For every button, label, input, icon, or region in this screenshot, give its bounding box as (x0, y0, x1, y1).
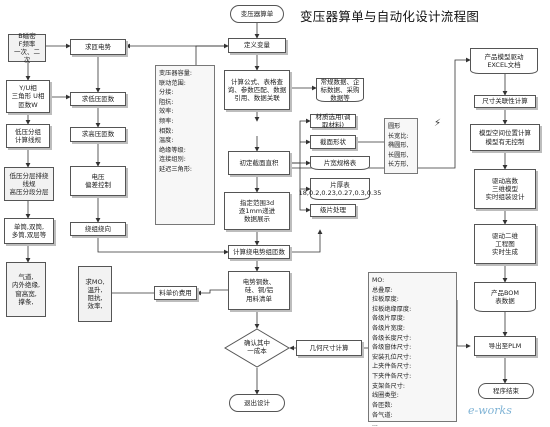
decision-diamond-shape (224, 328, 290, 368)
air-gap-node: 气道, 内外绝缘, 窗高宽, 撑条, (6, 262, 46, 317)
exit-design-node: 退出设计 (229, 394, 285, 412)
drive-2d-node: 驱动二维 工程图 实时生成 (474, 224, 536, 264)
watermark-logo: e-works (468, 404, 512, 417)
y-phase-node: Y/U相 三角形 U相 匝数W (6, 80, 50, 113)
sheet-width-spec-node: 片宽规格表 (310, 156, 370, 170)
define-variables-node: 定义变量 (228, 38, 286, 53)
calc-formula-node: 计算公式、表格查询、参数匹配、数据引用、数据关联 (224, 70, 290, 110)
export-plm-node: 导出至PLM (474, 336, 536, 356)
cross-shape-node: 截面形状 (310, 135, 356, 149)
material-price-node: 料单价费用 (154, 286, 197, 300)
model-space-node: 模型空间位置计算 模型有无控制 (470, 124, 540, 151)
voltage-ctrl-node: 电压 偏差控制 (70, 166, 126, 196)
seek-mo-node: 求MO, 温升, 阻抗, 效率, (78, 266, 112, 322)
seek-low-turns-node: 求低压匝数 (70, 92, 126, 106)
drive-3d-node: 驱动高数 三维模型 实时组装设计 (474, 169, 536, 209)
model-excel-node: 产品模型驱动 EXCEL文档 (470, 48, 538, 74)
single-double-node: 单筒,双筒, 多筒,双层等 (4, 218, 54, 244)
material-select-node: 材质选用(调取材料) (310, 113, 356, 129)
decision-cost-label: 确认其中 一成本 (244, 339, 270, 355)
transformer-params-note: 变压器容量: 联动范围: 分接: 阻抗: 效率: 频率: 相数: 温度: 绝缘等… (155, 65, 215, 225)
decision-cost-node: 确认其中 一成本 (224, 328, 290, 368)
standard-data-node: 常规数据、企标数据、采购数据等 (316, 78, 364, 102)
seek-high-turns-node: 求高压匝数 (70, 127, 126, 142)
sheet-thickness-node: 片厚表 18,0.2,0.23,0.27,0.3,0.35 (299, 178, 381, 200)
start-node: 变压器算单 (230, 5, 284, 23)
mo-parameters-note: MO: 总叠厚: 拉板厚度: 拉板绝缘厚度: 各级片厚度: 各级片宽度: 各级长… (368, 272, 457, 427)
initial-cross-section-node: 初定截面直积 (228, 151, 290, 175)
diagram-title: 变压器算单与自动化设计流程图 (300, 9, 480, 24)
winding-turns-node: 计算绕电势组匝数 (228, 245, 290, 259)
lightning-icon: ⚡ (434, 118, 442, 129)
cut-processing-node: 级片处理 (310, 204, 356, 217)
shape-options-note: 圆形 长宽比: 椭圆形, 长圆形, 长方形, (384, 118, 418, 174)
dimension-calc-node: 尺寸关联性计算 (474, 95, 536, 108)
range-pick-node: 指定范围3d 逐1mm递进 数据展示 (224, 192, 290, 230)
low-split-node: 低压分组 计算线规 (6, 124, 50, 148)
calc-weights-node: 电势铜数、 硅、铜/铝 用料清单 (228, 271, 290, 310)
winding-type-node: 绕组绕向 (70, 222, 126, 236)
end-node: 程序结束 (478, 383, 534, 399)
seek-potential-node: 求匝电势 (70, 39, 126, 55)
high-split-node: 低压分层排绕 线规 高压分段分层 (4, 167, 54, 201)
product-bom-node: 产品BOM 表数据 (474, 282, 536, 312)
geometry-calc-node: 几何尺寸计算 (296, 340, 362, 356)
b-flux-node: B磁密 F频率 一次、二次 (8, 32, 46, 64)
